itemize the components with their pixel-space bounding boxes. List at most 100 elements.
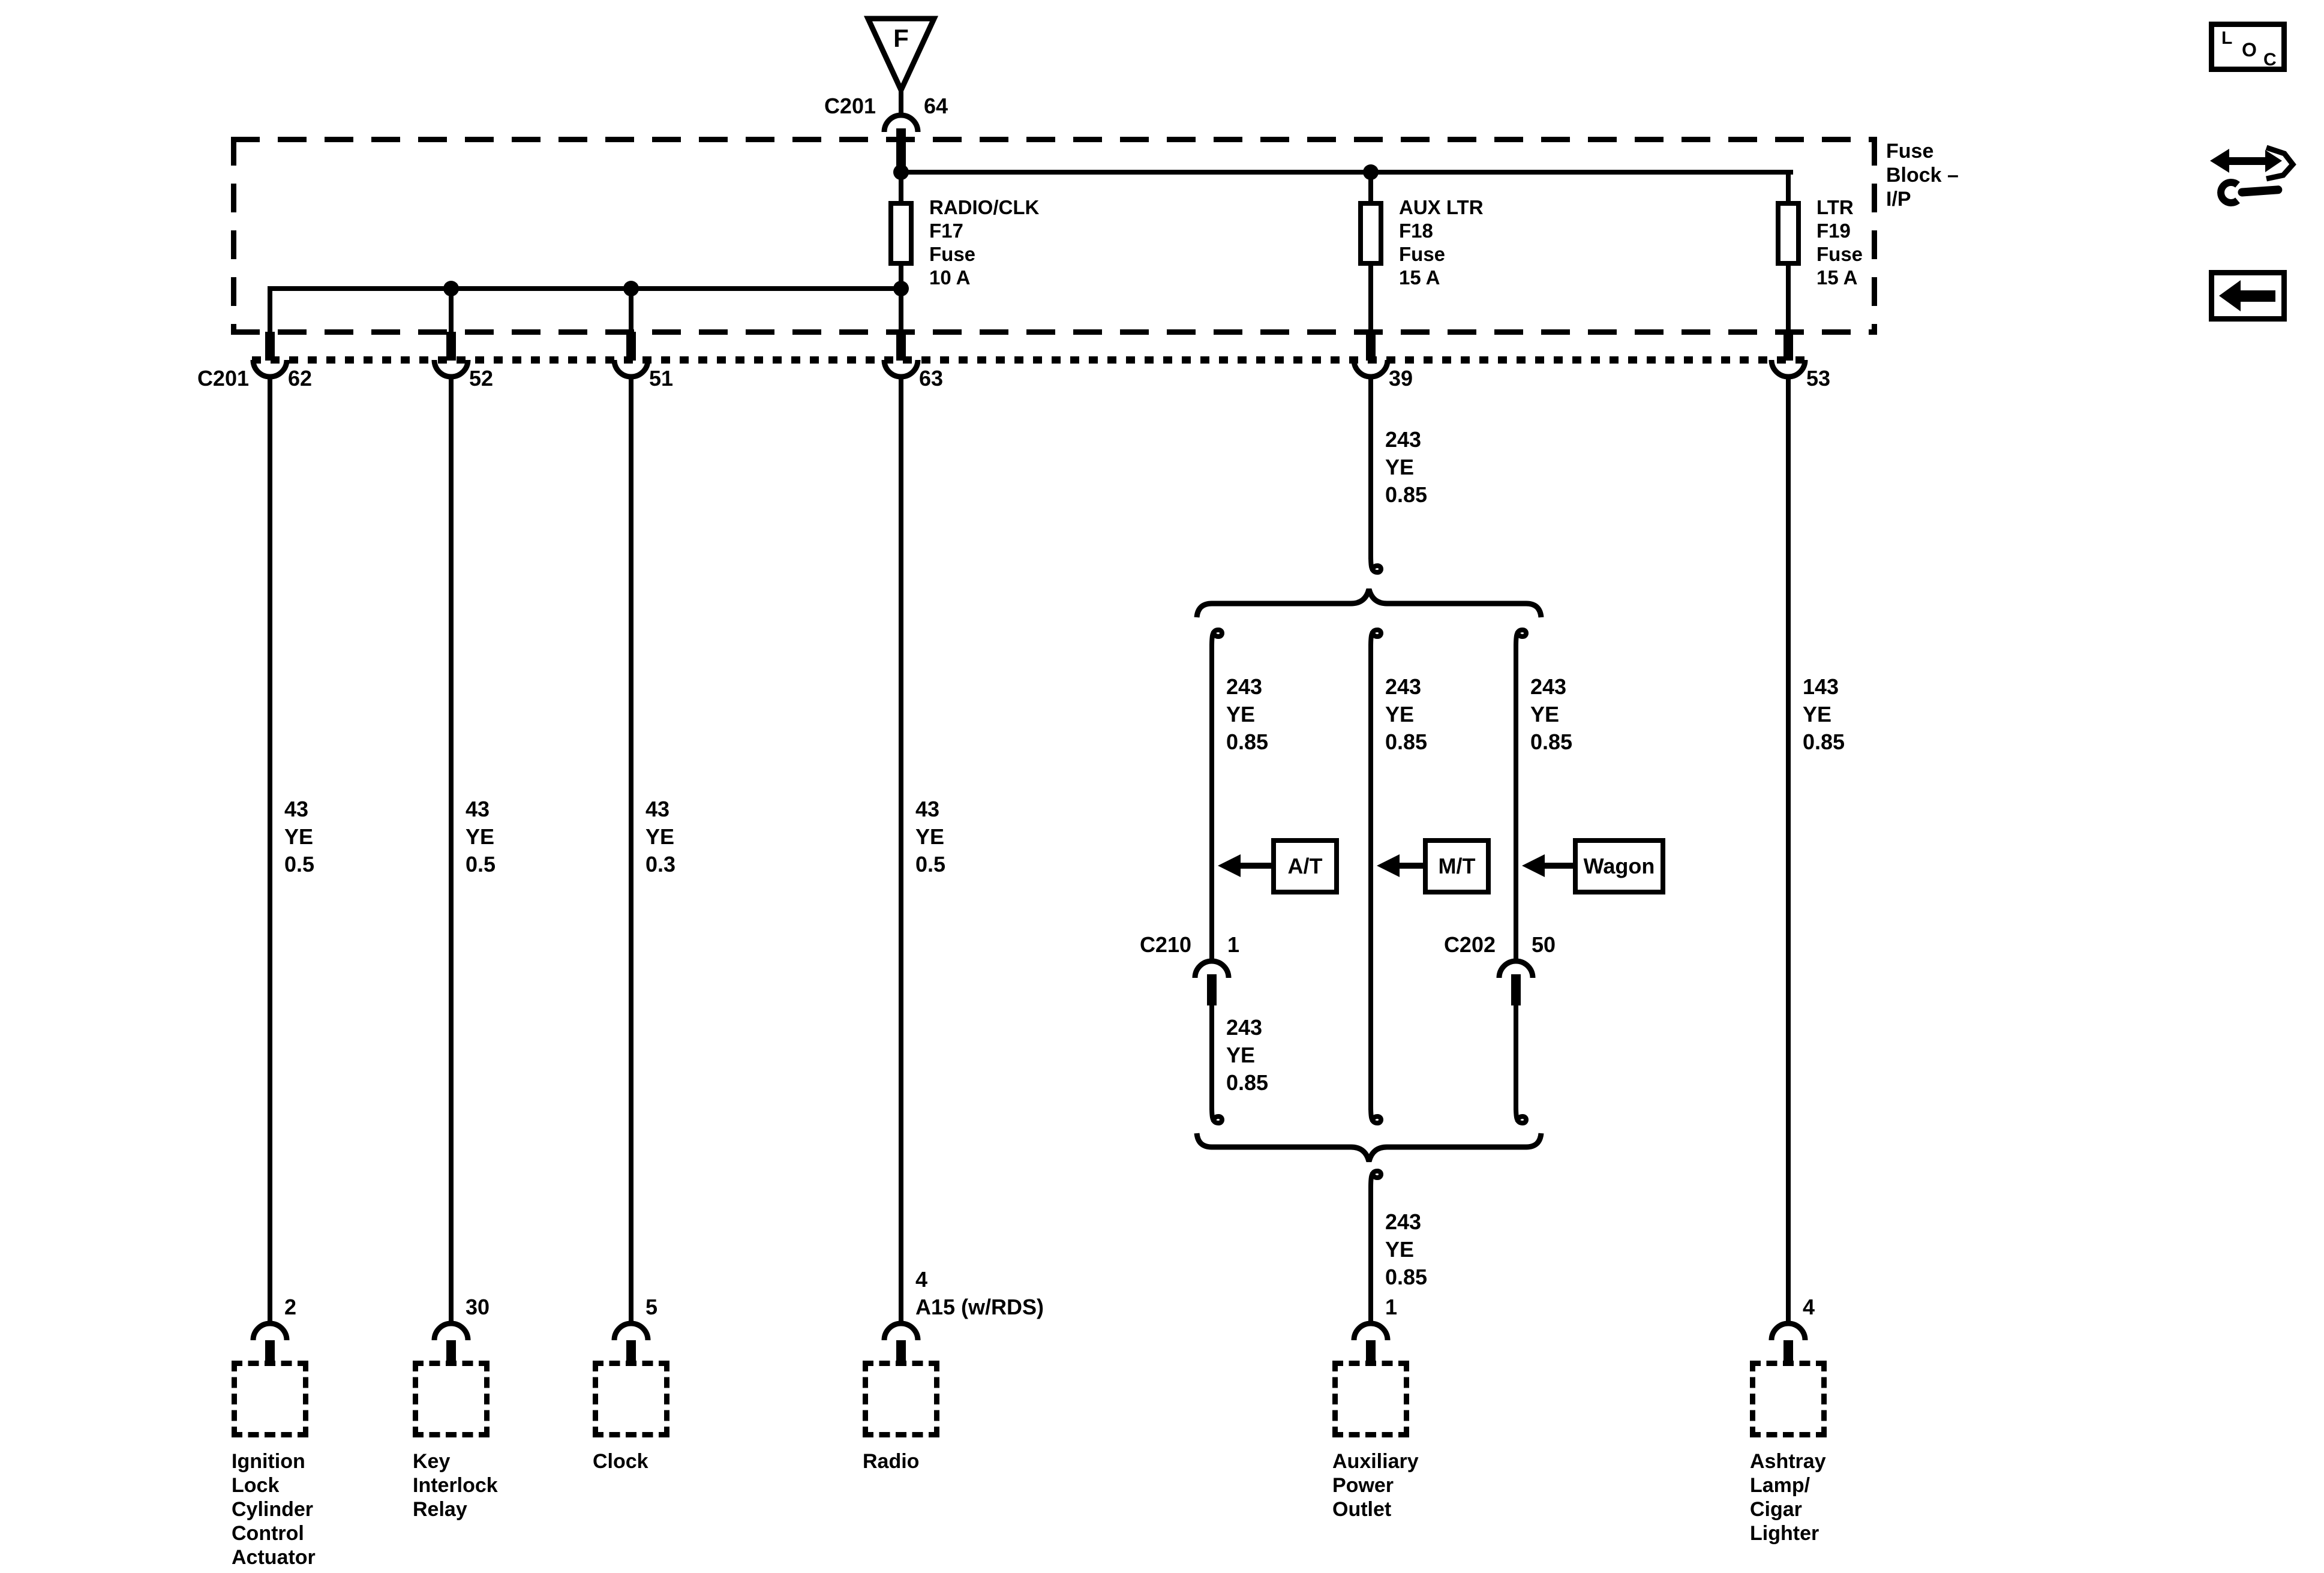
component-box-ashtray-lamp — [1750, 1361, 1827, 1437]
power-feed-letter: F — [893, 24, 909, 52]
component-name-key-interlock-relay: Key Interlock Relay — [413, 1450, 498, 1521]
pin-label-52: 52 — [469, 366, 494, 391]
option-arrow-icon — [1377, 854, 1424, 877]
pin-label-39: 39 — [1389, 366, 1413, 391]
connector-label-c202: C202 — [1443, 932, 1496, 957]
connector-pin-stub — [1366, 332, 1376, 361]
connector-cup-icon — [881, 112, 921, 133]
wire-segment — [1514, 644, 1518, 960]
splice-curl-icon — [1209, 627, 1224, 647]
connector-label-c201-row: C201 — [197, 366, 249, 391]
fuse-block-right-edge — [1872, 137, 1877, 335]
option-tag-at: A/T — [1271, 838, 1339, 894]
component-box-aux-power-outlet — [1332, 1361, 1409, 1437]
wire-segment — [1368, 265, 1373, 334]
splice-curl-icon — [1368, 1106, 1383, 1126]
fuse-f17 — [888, 201, 914, 266]
connector-pin-stub — [446, 1340, 456, 1364]
option-tag-at-label: A/T — [1287, 854, 1323, 878]
connector-pin-stub — [896, 332, 906, 361]
wire-label-52: 43 YE 0.5 — [466, 797, 496, 876]
pin-label-62: 62 — [288, 366, 313, 391]
fuse-block-label: Fuse Block – I/P — [1886, 140, 1959, 211]
splice-brace-bottom — [1194, 1133, 1544, 1163]
loc-letter-o: O — [2242, 39, 2257, 61]
connector-label-c210: C210 — [1139, 932, 1191, 957]
pin-label-component-radio: 4 A15 (w/RDS) — [915, 1267, 1044, 1319]
connector-cup-icon — [611, 1320, 651, 1341]
wire-segment — [1209, 1003, 1214, 1110]
wire-segment — [1368, 374, 1373, 559]
loc-letter-c: C — [2263, 50, 2277, 70]
loc-letter-l: L — [2221, 28, 2233, 48]
connector-cup-icon — [1192, 958, 1232, 978]
fuse-f18 — [1358, 201, 1383, 266]
back-button[interactable] — [2209, 270, 2287, 322]
wire-segment — [449, 374, 454, 1325]
power-feed-triangle: F — [863, 16, 939, 97]
connector-pin-stub — [1511, 974, 1521, 1005]
pin-label-component-1: 1 — [1385, 1295, 1398, 1319]
splice-curl-icon — [1209, 1106, 1224, 1126]
fuse-f19-label: LTR F19 Fuse 15 A — [1816, 196, 1863, 289]
service-info-icon[interactable] — [2206, 138, 2302, 207]
wire-segment — [899, 265, 903, 334]
wire-label-62: 43 YE 0.5 — [284, 797, 315, 876]
splice-curl-icon — [1368, 627, 1383, 647]
wire-segment — [449, 286, 454, 334]
connector-pin-stub — [626, 1340, 636, 1364]
pin-label-53: 53 — [1806, 366, 1831, 391]
wire-label-branch-left: 243 YE 0.85 — [1226, 674, 1269, 754]
option-tag-wagon: Wagon — [1573, 838, 1665, 894]
connector-cup-icon — [431, 1320, 471, 1341]
wire-segment — [1514, 1003, 1518, 1110]
bus-line — [268, 286, 906, 291]
wire-label-39: 243 YE 0.85 — [1385, 427, 1428, 507]
component-name-ashtray-lamp: Ashtray Lamp/ Cigar Lighter — [1750, 1450, 1826, 1545]
fuse-block-left-edge — [231, 137, 236, 335]
connector-pin-stub — [1783, 332, 1793, 361]
pin-label-c210-1: 1 — [1227, 932, 1240, 957]
fuse-block-top-edge — [231, 137, 1877, 142]
wire-label-branch-right: 243 YE 0.85 — [1530, 674, 1573, 754]
component-box-clock — [593, 1361, 669, 1437]
connector-label-c201-top: C201 — [824, 94, 876, 118]
component-name-ignition-lock: Ignition Lock Cylinder Control Actuator — [232, 1450, 316, 1569]
fuse-f19 — [1776, 201, 1801, 266]
connector-pin-stub — [1366, 1340, 1376, 1364]
wire-segment — [629, 286, 633, 334]
pin-label-component-5: 5 — [645, 1295, 658, 1319]
wire-segment — [899, 170, 903, 203]
connector-cup-icon — [1351, 1320, 1391, 1341]
splice-curl-icon — [1368, 1168, 1383, 1188]
junction-dot — [893, 281, 909, 296]
connector-pin-stub — [1207, 974, 1217, 1005]
option-tag-wagon-label: Wagon — [1583, 854, 1655, 878]
connector-cup-icon — [250, 1320, 290, 1341]
wire-label-63: 43 YE 0.5 — [915, 797, 946, 876]
option-tag-mt-label: M/T — [1438, 854, 1476, 878]
wire-segment — [1786, 170, 1791, 203]
component-name-radio: Radio — [863, 1450, 920, 1473]
fuse-block-bottom-edge — [231, 329, 1877, 335]
option-arrow-icon — [1218, 854, 1274, 877]
connector-pin-stub — [626, 332, 636, 361]
wire-segment — [268, 374, 272, 1325]
loc-button[interactable]: L O C — [2209, 22, 2287, 72]
connector-pin-stub — [265, 1340, 275, 1364]
wire-segment — [268, 286, 272, 334]
wire-segment — [1209, 644, 1214, 960]
option-arrow-icon — [1522, 854, 1575, 877]
wire-label-to-outlet: 243 YE 0.85 — [1385, 1209, 1428, 1289]
connector-cup-icon — [881, 1320, 921, 1341]
back-arrow-icon — [2219, 280, 2275, 311]
component-box-ignition-lock — [232, 1361, 308, 1437]
pin-label-component-30: 30 — [466, 1295, 490, 1319]
pin-label-64: 64 — [924, 94, 948, 118]
component-box-radio — [863, 1361, 939, 1437]
wire-segment — [1368, 170, 1373, 203]
wire-segment — [629, 374, 633, 1325]
c201-row-line — [252, 356, 1806, 364]
wire-label-51: 43 YE 0.3 — [645, 797, 676, 876]
